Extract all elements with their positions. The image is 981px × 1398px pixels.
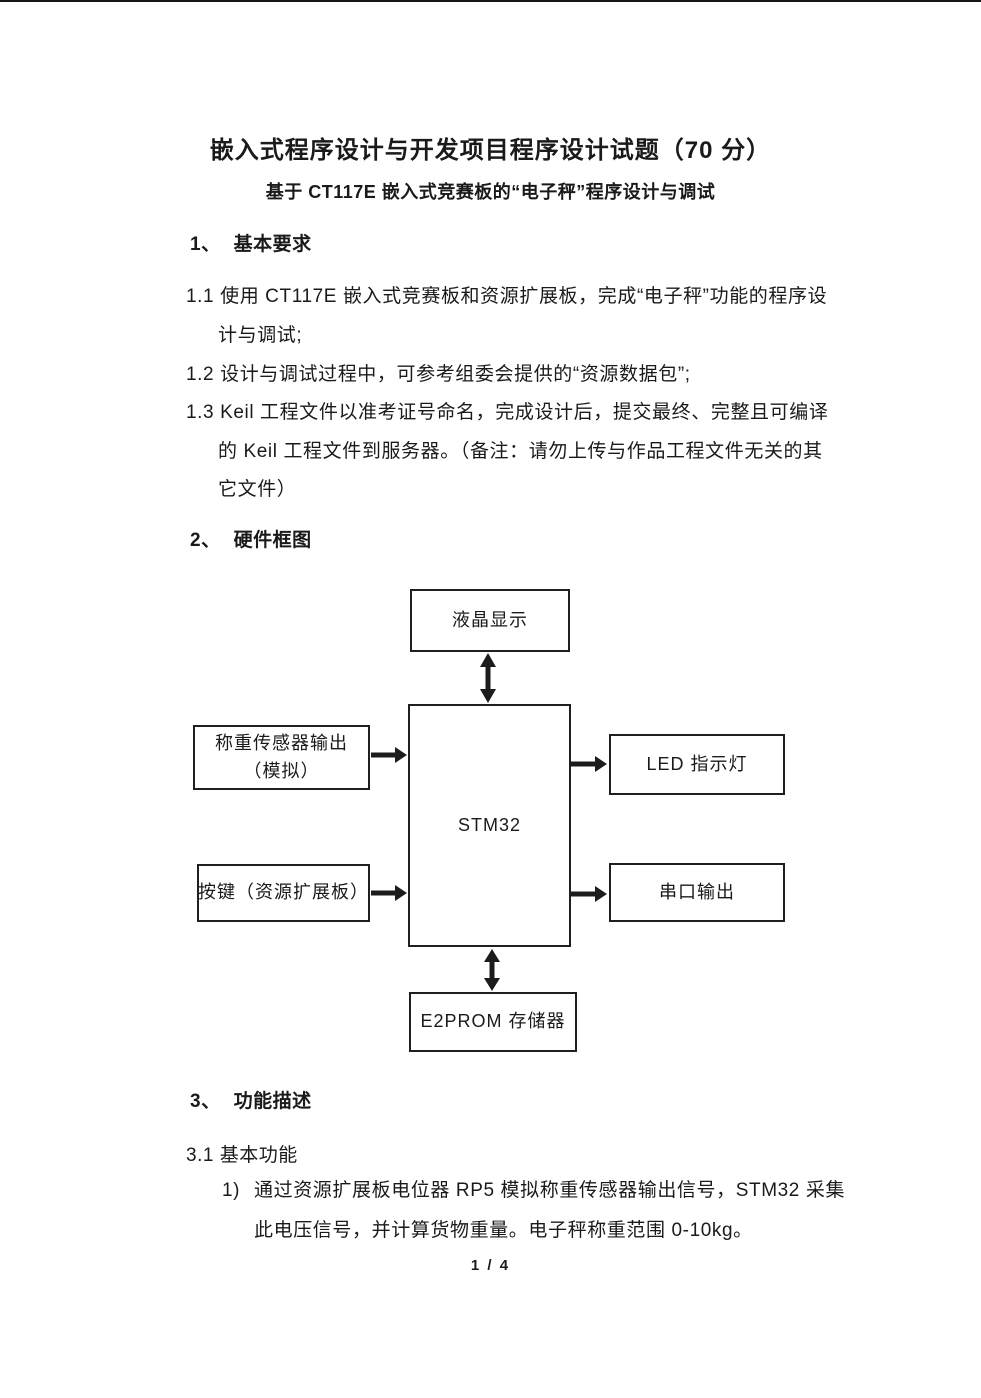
requirement-1-line-2: 计与调试;: [218, 325, 303, 346]
page-number: 1 / 4: [470, 1257, 511, 1274]
diagram-block-stm32: STM32: [408, 704, 571, 947]
arrow-sensor-to-stm32-icon: [371, 743, 407, 767]
diagram-block-led: LED 指示灯: [609, 734, 785, 795]
requirement-1-line-1: 1.1 使用 CT117E 嵌入式竞赛板和资源扩展板，完成“电子秤”功能的程序设: [186, 286, 828, 307]
diagram-block-keys-label: 按键（资源扩展板）: [198, 882, 369, 903]
section-3-number: 3、: [190, 1091, 221, 1112]
requirement-2-line-1: 1.2 设计与调试过程中，可参考组委会提供的“资源数据包”;: [186, 364, 691, 385]
diagram-block-serial: 串口输出: [609, 863, 785, 922]
diagram-block-serial-label: 串口输出: [659, 881, 735, 902]
diagram-block-eeprom: E2PROM 存储器: [409, 992, 577, 1052]
section-3-heading: 3、功能描述: [190, 1086, 312, 1113]
section-2-title: 硬件框图: [233, 530, 312, 551]
requirement-3-line-2: 的 Keil 工程文件到服务器。（备注：请勿上传与作品工程文件无关的其: [218, 441, 823, 462]
function-item-1-line-1: 1) 通过资源扩展板电位器 RP5 模拟称重传感器输出信号，STM32 采集: [222, 1181, 845, 1200]
requirement-3-line-1: 1.3 Keil 工程文件以准考证号命名，完成设计后，提交最终、完整且可编译: [186, 402, 829, 423]
diagram-block-lcd: 液晶显示: [410, 589, 570, 652]
function-item-1-marker: 1): [222, 1180, 241, 1201]
diagram-block-weight-sensor: 称重传感器输出 （模拟）: [193, 725, 370, 790]
diagram-block-stm32-label: STM32: [457, 814, 522, 835]
diagram-block-eeprom-label: E2PROM 存储器: [420, 1011, 566, 1032]
section-2-number: 2、: [190, 530, 221, 551]
section-2-heading: 2、硬件框图: [190, 525, 312, 552]
requirement-3-line-3: 它文件）: [218, 479, 297, 500]
diagram-block-weight-sensor-label-2: （模拟）: [243, 760, 320, 781]
diagram-block-led-label: LED 指示灯: [646, 753, 748, 774]
double-arrow-stm32-eeprom-icon: [480, 949, 504, 991]
page-subtitle: 基于 CT117E 嵌入式竞赛板的“电子秤”程序设计与调试: [265, 182, 716, 202]
function-item-1-text: 通过资源扩展板电位器 RP5 模拟称重传感器输出信号，STM32 采集: [254, 1180, 846, 1201]
arrow-stm32-to-led-icon: [571, 752, 607, 776]
arrow-stm32-to-serial-icon: [571, 882, 607, 906]
section-1-title: 基本要求: [233, 234, 312, 255]
page-title: 嵌入式程序设计与开发项目程序设计试题（70 分）: [209, 137, 772, 164]
arrow-keys-to-stm32-icon: [371, 881, 407, 905]
section-3-subheading: 3.1 基本功能: [186, 1145, 298, 1166]
section-1-heading: 1、基本要求: [190, 229, 312, 256]
diagram-block-lcd-label: 液晶显示: [452, 609, 528, 630]
section-3-title: 功能描述: [233, 1091, 312, 1112]
section-1-number: 1、: [190, 234, 221, 255]
double-arrow-lcd-stm32-icon: [476, 653, 500, 703]
diagram-block-keys: 按键（资源扩展板）: [197, 864, 370, 922]
diagram-block-weight-sensor-label-1: 称重传感器输出: [215, 732, 348, 753]
function-item-1-line-2: 此电压信号，并计算货物重量。电子秤称重范围 0-10kg。: [254, 1220, 753, 1241]
